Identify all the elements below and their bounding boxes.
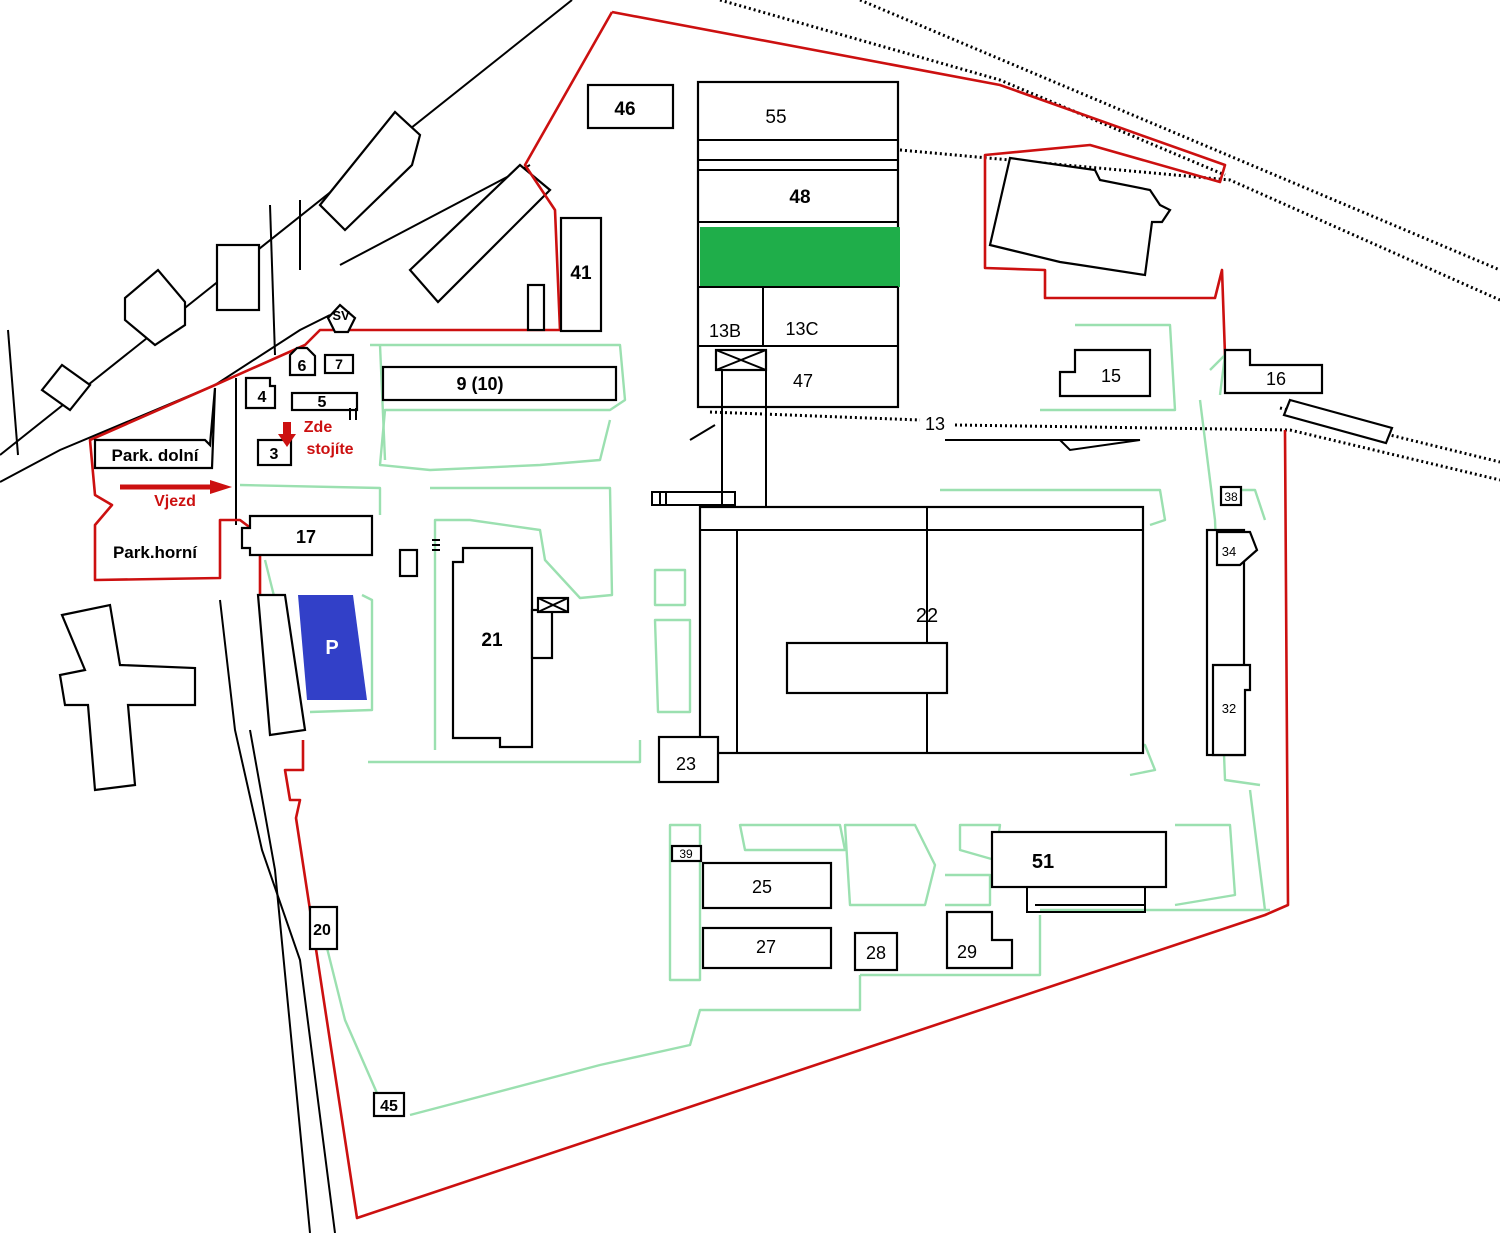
label-park-dolni: Park. dolní: [112, 446, 200, 465]
label-51: 51: [1032, 851, 1054, 873]
label-25: 25: [752, 877, 772, 897]
label-28: 28: [866, 943, 886, 963]
entrance-arrow: [120, 480, 232, 494]
parking-lot-p: [298, 595, 367, 700]
building-23: [657, 735, 720, 784]
label-32: 32: [1222, 701, 1236, 716]
label-20: 20: [313, 922, 331, 939]
label-29: 29: [957, 942, 977, 962]
label-7: 7: [335, 356, 343, 372]
label-47: 47: [793, 371, 813, 391]
building-4: [244, 376, 277, 410]
building-45: [372, 1091, 406, 1118]
label-22: 22: [916, 605, 938, 627]
label-34: 34: [1222, 544, 1236, 559]
label-6: 6: [298, 358, 307, 375]
building-39: [670, 844, 703, 863]
building-20: [308, 905, 339, 951]
label-48: 48: [789, 187, 810, 208]
label-3: 3: [270, 446, 279, 463]
area-labels: SV Park. dolní Park.horní Vjezd Zde stoj…: [112, 308, 354, 659]
label-23: 23: [676, 754, 696, 774]
building-41: [559, 216, 603, 333]
building-38: [1219, 485, 1243, 507]
label-zde: Zde: [304, 419, 333, 436]
label-27: 27: [756, 937, 776, 957]
label-46: 46: [614, 99, 635, 120]
label-45: 45: [380, 1098, 398, 1115]
walkways: [239, 323, 1270, 1117]
building-32: [1211, 663, 1252, 757]
site-boundary: [88, 10, 1290, 1220]
building-16: [1223, 348, 1324, 395]
label-38: 38: [1224, 490, 1238, 504]
building-15: [1058, 348, 1152, 398]
you-are-here-arrow: [278, 422, 296, 447]
building-29: [945, 910, 1014, 970]
building-34: [1215, 530, 1259, 567]
building-17: [240, 514, 374, 557]
building-22: [698, 505, 1145, 755]
parking-strip: [256, 593, 307, 737]
label-39: 39: [679, 847, 693, 861]
label-stojite: stojíte: [306, 441, 353, 458]
building-5: [290, 391, 359, 412]
label-13b: 13B: [709, 321, 741, 341]
label-sv: SV: [332, 308, 350, 323]
label-vjezd: Vjezd: [154, 493, 196, 510]
building-6: [288, 346, 317, 377]
building-51: [990, 830, 1168, 889]
label-4: 4: [258, 389, 267, 406]
building-27: [701, 926, 833, 970]
building-25: [701, 861, 833, 910]
park-dolni-area: [93, 387, 217, 470]
roads: [0, 0, 573, 1233]
label-5: 5: [318, 394, 327, 411]
label-9: 9 (10): [456, 374, 503, 394]
label-16: 16: [1266, 369, 1286, 389]
highlight-green-area: [700, 227, 900, 287]
buildings: [93, 80, 1394, 1118]
label-17: 17: [296, 527, 316, 547]
building-9: [381, 365, 618, 402]
label-parking-p: P: [325, 637, 338, 659]
label-21: 21: [481, 630, 503, 651]
label-15: 15: [1101, 366, 1121, 386]
label-park-horni: Park.horní: [113, 543, 198, 562]
label-13: 13: [925, 414, 945, 434]
building-28: [853, 931, 899, 972]
label-41: 41: [570, 263, 592, 284]
building-46: [586, 83, 675, 130]
neighbourhood-houses: [40, 110, 552, 792]
label-13c: 13C: [785, 319, 818, 339]
building-7: [323, 353, 355, 375]
label-55: 55: [765, 107, 786, 128]
building-labels: 46 55 48 41 13B 13C 47 13 15 16 9 (10) 6…: [258, 99, 1286, 1115]
